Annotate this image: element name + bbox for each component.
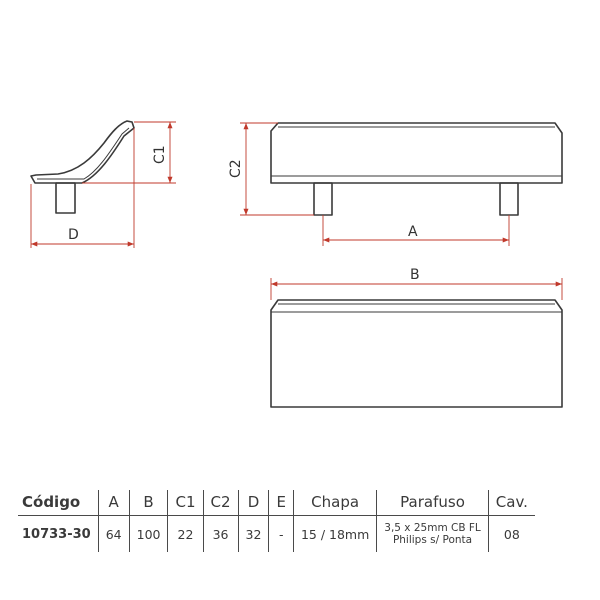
header-a: A: [97, 490, 130, 516]
header-b: B: [128, 490, 168, 516]
cell-cav: 08: [487, 515, 535, 552]
cell-c1: 22: [167, 515, 204, 552]
cell-parafuso-line1: 3,5 x 25mm CB FL: [384, 522, 481, 534]
dimension-a: A: [322, 215, 510, 246]
header-parafuso: Parafuso: [376, 490, 489, 516]
front-post-right: [499, 182, 519, 216]
cell-e: -: [268, 515, 294, 552]
header-c1: C1: [167, 490, 204, 516]
dimension-c1: C1: [82, 121, 176, 184]
dimension-c2: C2: [228, 122, 314, 216]
cell-c2: 36: [202, 515, 239, 552]
cell-b: 100: [128, 515, 168, 552]
header-chapa: Chapa: [292, 490, 377, 516]
cell-d: 32: [237, 515, 269, 552]
technical-drawing: D C1 C2 A B: [30, 120, 563, 408]
header-c2: C2: [202, 490, 239, 516]
dimension-label-d: D: [68, 227, 79, 243]
header-d: D: [237, 490, 269, 516]
cell-code: 10733-30: [22, 526, 91, 542]
cell-chapa: 15 / 18mm: [292, 515, 377, 552]
header-cav: Cav.: [487, 490, 535, 516]
handle-side-inner-edge: [37, 127, 130, 180]
handle-front-body: [270, 122, 563, 184]
cell-parafuso-line2: Philips s/ Ponta: [392, 534, 473, 546]
front-post-left: [313, 182, 333, 216]
spec-table: Código A B C1 C2 D E Chapa Parafuso Cav.…: [18, 490, 535, 552]
dimension-d: D: [30, 128, 135, 248]
front-view: [270, 122, 563, 216]
dimension-label-c2: C2: [228, 159, 244, 178]
dimension-b: B: [270, 267, 563, 300]
spec-table-header-row: Código A B C1 C2 D E Chapa Parafuso Cav.: [18, 490, 535, 516]
header-e: E: [268, 490, 294, 516]
header-code: Código: [22, 493, 81, 511]
table-row: 10733-30 64 100 22 36 32 - 15 / 18mm 3,5…: [18, 515, 535, 552]
handle-top-body: [270, 299, 563, 408]
dimension-label-c1: C1: [152, 145, 168, 164]
top-view: [270, 299, 563, 408]
cell-parafuso: 3,5 x 25mm CB FL Philips s/ Ponta: [376, 515, 489, 552]
cell-a: 64: [97, 515, 130, 552]
dimension-label-b: B: [410, 267, 420, 283]
handle-side-profile: [30, 120, 135, 184]
side-view: [30, 120, 135, 214]
dimension-label-a: A: [408, 224, 418, 240]
side-post: [55, 182, 76, 214]
